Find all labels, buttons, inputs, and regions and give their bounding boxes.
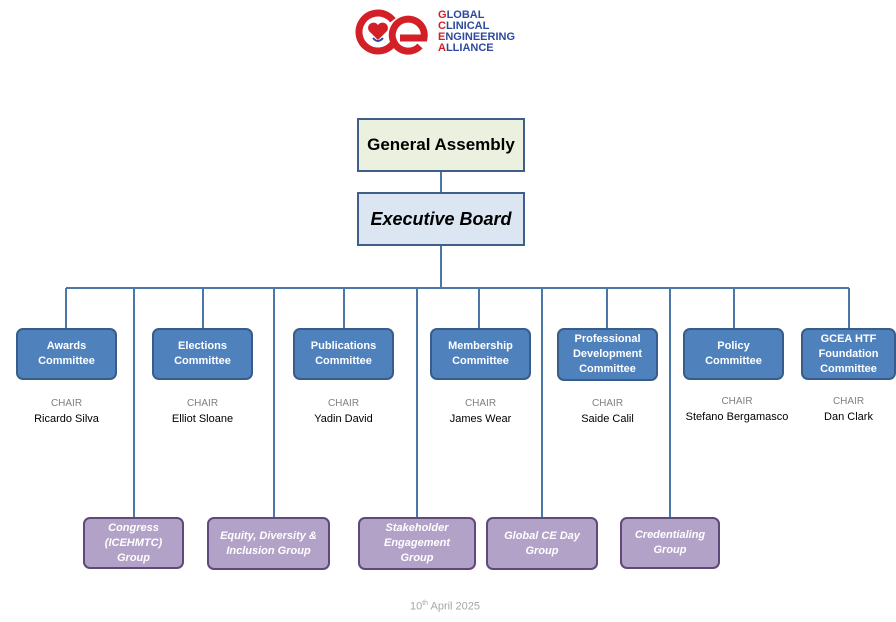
group-congress: Congress (ICEHMTC) Group <box>83 517 184 569</box>
footer-month-year: April 2025 <box>428 600 481 613</box>
group-name: Stakeholder Engagement Group <box>383 522 450 564</box>
committee-name: Publications Committee <box>310 340 377 367</box>
group-stakeholder-engagement: Stakeholder Engagement Group <box>358 517 476 570</box>
group-name: Credentialing Group <box>634 529 706 556</box>
logo-wordmark: GLOBAL CLINICAL ENGINEERING ALLIANCE <box>438 10 515 54</box>
chair-name-foundation: Dan Clark <box>824 411 873 423</box>
footer-day: 10 <box>409 600 423 613</box>
chair-label: CHAIR <box>186 398 219 409</box>
group-global-ce-day: Global CE Day Group <box>486 517 598 570</box>
committee-elections: Elections Committee <box>152 328 253 380</box>
committee-publications: Publications Committee <box>293 328 394 380</box>
group-equity-diversity-inclusion: Equity, Diversity & Inclusion Group <box>207 517 330 570</box>
group-credentialing: Credentialing Group <box>620 517 720 569</box>
chair-label: CHAIR <box>464 398 497 409</box>
committee-name: Elections Committee <box>174 340 231 367</box>
executive-board-box: Executive Board <box>357 192 525 246</box>
chair-name-policy: Stefano Bergamasco <box>685 411 789 423</box>
chair-label: CHAIR <box>832 396 865 407</box>
logo-line-alliance: ALLIANCE <box>438 42 494 54</box>
chair-label: CHAIR <box>591 398 624 409</box>
logo-line-clinical: CLINICAL <box>438 20 490 32</box>
ce-logo-icon <box>355 9 428 55</box>
committee-name: Membership Committee <box>448 340 513 367</box>
gcea-logo: GLOBAL CLINICAL ENGINEERING ALLIANCE <box>354 8 534 56</box>
committee-foundation: GCEA HTF Foundation Committee <box>801 328 896 380</box>
footer-day-suffix: th <box>422 600 429 607</box>
committee-name: GCEA HTF Foundation Committee <box>818 332 879 375</box>
group-name: Equity, Diversity & Inclusion Group <box>220 529 317 557</box>
chair-name-professional-development: Saide Calil <box>581 413 634 425</box>
chair-label: CHAIR <box>50 398 83 409</box>
chair-name-elections: Elliot Sloane <box>171 413 234 425</box>
date-footer: 10th April 2025 <box>360 600 530 613</box>
chair-label: CHAIR <box>327 398 360 409</box>
committee-policy: Policy Committee <box>683 328 784 380</box>
committee-awards: Awards Committee <box>16 328 117 380</box>
logo-line-global: GLOBAL <box>438 9 485 21</box>
chair-name-membership: James Wear <box>449 413 512 425</box>
chair-label: CHAIR <box>721 396 753 407</box>
committee-name: Awards Committee <box>38 340 95 367</box>
general-assembly-label: General Assembly <box>367 135 515 154</box>
executive-board-label: Executive Board <box>370 208 512 229</box>
committee-membership: Membership Committee <box>430 328 531 380</box>
group-name: Global CE Day Group <box>504 529 580 557</box>
committee-professional-development: Professional Development Committee <box>557 328 658 381</box>
committee-name: Professional Development Committee <box>572 333 643 375</box>
committee-name: Policy Committee <box>705 340 762 367</box>
logo-line-engineering: ENGINEERING <box>438 31 516 43</box>
general-assembly-box: General Assembly <box>357 118 525 172</box>
chair-name-publications: Yadin David <box>314 413 373 425</box>
group-name: Congress (ICEHMTC) Group <box>104 521 163 564</box>
chair-name-awards: Ricardo Silva <box>34 413 99 425</box>
